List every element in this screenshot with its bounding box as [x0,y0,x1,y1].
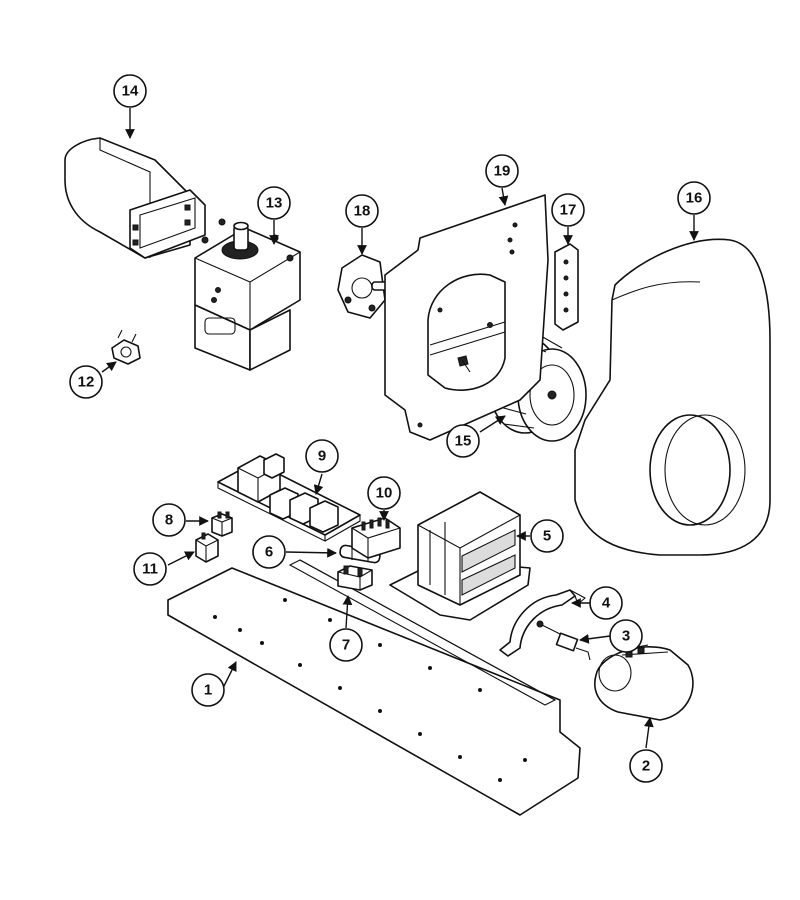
fuse-holder-part [337,565,373,591]
blower-housing-part [574,238,771,556]
callout-17-label: 17 [560,202,577,219]
callout-14: 14 [113,74,147,108]
leader-11 [167,551,195,566]
capacitor-part [594,644,694,721]
callout-2-label: 2 [642,758,650,775]
callout-10-label: 10 [376,485,393,502]
fan-mount-plate-part [384,194,549,441]
fan-motor-part [337,254,395,319]
waveguide-part [64,137,206,259]
callout-3: 3 [609,619,643,653]
leader-9 [313,473,324,495]
callout-10: 10 [367,476,401,510]
leader-lines [101,108,699,749]
callout-4-label: 4 [602,595,611,612]
thermal-cutout-part [111,329,141,365]
leader-2 [643,717,654,749]
callout-18-label: 18 [354,203,371,220]
diode-part [536,620,591,661]
callout-11: 11 [133,552,167,586]
callout-15-label: 15 [455,433,472,450]
callout-3-label: 3 [622,628,630,645]
leader-7 [342,595,353,629]
callout-14-label: 14 [122,83,139,100]
callout-7-label: 7 [342,637,350,654]
callout-13-label: 13 [266,195,283,212]
callout-9-label: 9 [318,448,326,465]
callout-5: 5 [530,519,564,553]
base-plate-part [167,559,581,816]
callout-16: 16 [677,181,711,215]
callout-17: 17 [551,193,585,227]
leader-15 [479,415,506,433]
callout-7: 7 [329,628,363,662]
callout-6: 6 [252,535,286,569]
leader-12 [101,361,117,373]
leader-1 [221,661,237,691]
callout-15: 15 [446,424,480,458]
callout-4: 4 [589,586,623,620]
terminal-block-part [351,517,401,559]
callout-18: 18 [345,194,379,228]
leader-6 [285,547,337,558]
callout-19-label: 19 [494,163,511,180]
interlock-switch-part-8 [211,511,233,537]
callout-8: 8 [152,503,186,537]
callout-13: 13 [257,186,291,220]
callout-1: 1 [191,673,225,707]
callout-19: 19 [485,154,519,188]
callout-11-label: 11 [142,561,158,578]
callout-2: 2 [629,749,663,783]
interlock-switch-part-11 [195,532,219,563]
magnetron-part [194,218,301,371]
callout-9: 9 [305,439,339,473]
leader-19 [498,187,509,206]
transformer-part [389,491,531,621]
callout-1-label: 1 [204,682,212,699]
leader-3 [579,633,611,644]
callout-12-label: 12 [78,374,95,391]
callout-5-label: 5 [543,528,551,545]
callout-16-label: 16 [686,190,703,207]
callout-8-label: 8 [165,512,173,529]
relay-board-part [217,453,361,542]
callout-6-label: 6 [265,544,273,561]
callout-12: 12 [69,365,103,399]
mounting-strip-part [554,243,579,331]
